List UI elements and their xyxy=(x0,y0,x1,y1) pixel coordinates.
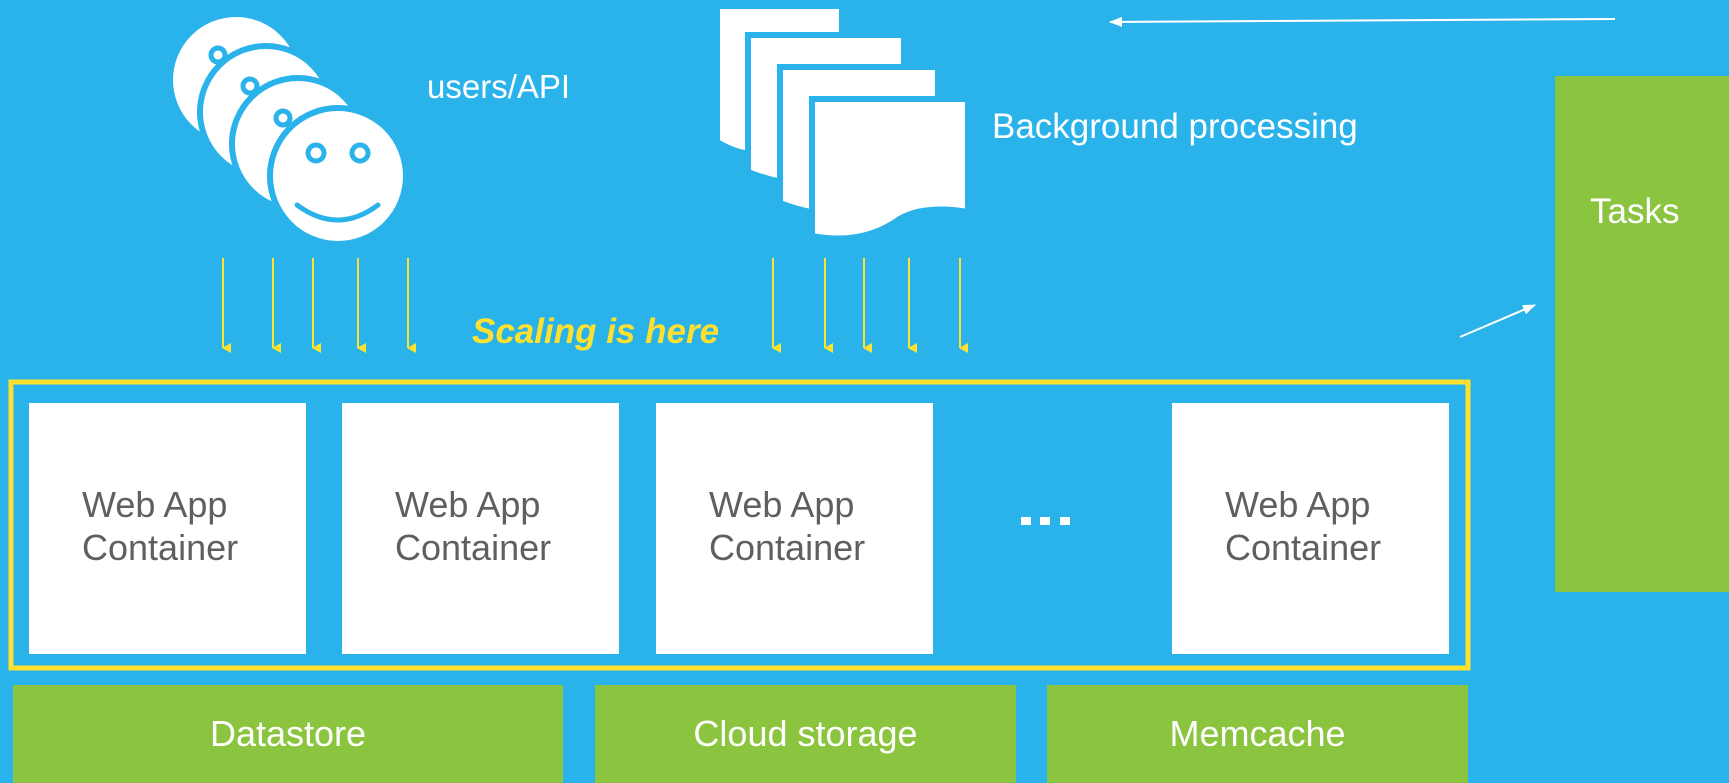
background-arrows xyxy=(772,258,968,353)
container-subtitle: Container xyxy=(709,527,866,568)
cloud-storage-service: Cloud storage xyxy=(595,685,1016,783)
tasks-label: Tasks xyxy=(1590,192,1680,231)
tasks-panel: Tasks xyxy=(1555,76,1729,592)
datastore-service: Datastore xyxy=(13,685,563,783)
container-title: Web App xyxy=(82,484,228,525)
web-app-container: Web App Container xyxy=(342,403,619,654)
container-subtitle: Container xyxy=(1225,527,1382,568)
users-arrows xyxy=(222,258,416,353)
scaling-label: Scaling is here xyxy=(472,312,720,351)
container-subtitle: Container xyxy=(395,527,552,568)
arrow-to-tasks xyxy=(1459,304,1536,338)
ellipsis-dots xyxy=(1021,517,1070,525)
arrow-to-background xyxy=(1109,16,1616,27)
container-title: Web App xyxy=(395,484,541,525)
smiley-face-icon xyxy=(208,45,381,223)
documents-stack-icon xyxy=(714,3,971,242)
background-processing-label: Background processing xyxy=(992,107,1358,146)
ellipsis-text: ... xyxy=(1018,480,1048,522)
scaling-frame xyxy=(8,379,1471,671)
web-app-container: Web App Container xyxy=(656,403,933,654)
container-title: Web App xyxy=(1225,484,1371,525)
users-label: users/API xyxy=(427,68,571,105)
container-subtitle: Container xyxy=(82,527,239,568)
web-app-container: Web App Container xyxy=(29,403,306,654)
web-app-container: Web App Container xyxy=(1172,403,1449,654)
memcache-service: Memcache xyxy=(1047,685,1468,783)
container-title: Web App xyxy=(709,484,855,525)
